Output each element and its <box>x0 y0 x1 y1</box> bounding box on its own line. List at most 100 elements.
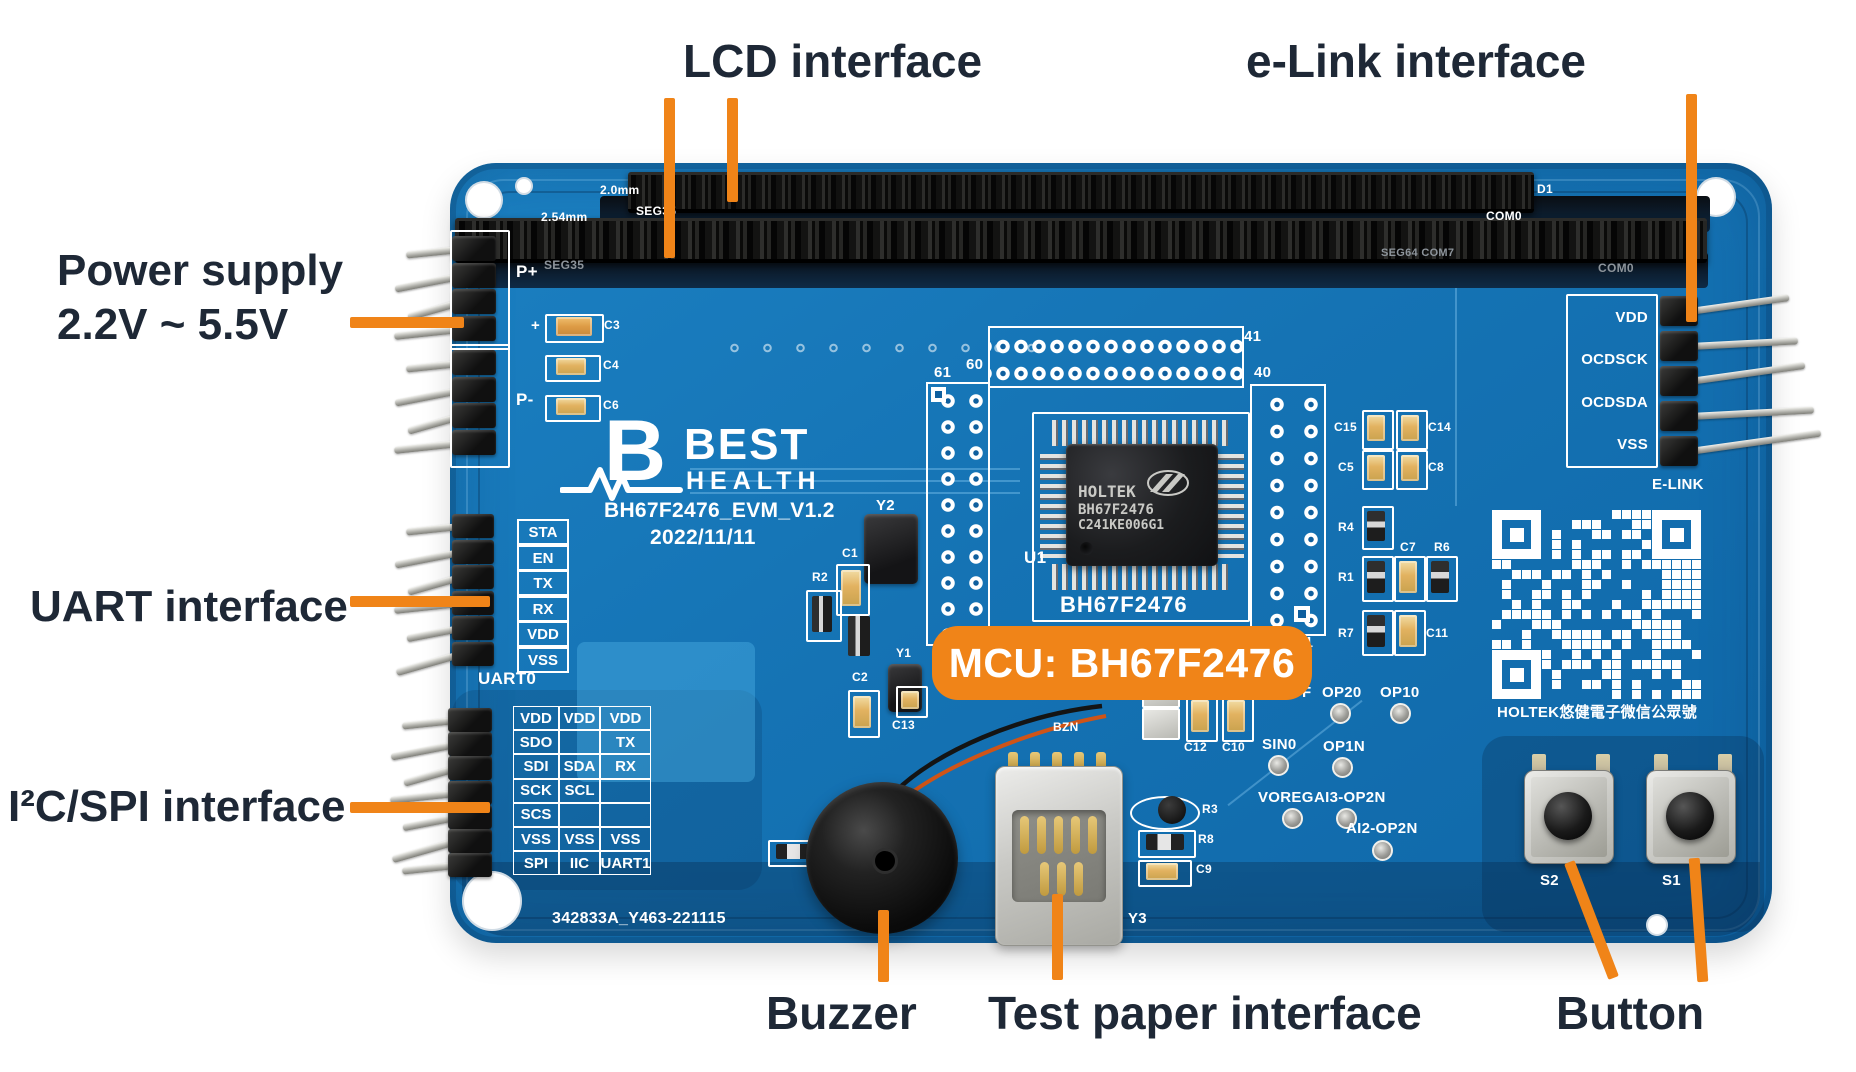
tp-op10 <box>1390 703 1411 724</box>
qr-module <box>1552 680 1561 689</box>
logo-word-best: BEST <box>684 420 810 469</box>
r6-outline <box>1426 556 1458 602</box>
p-minus-box <box>450 344 510 468</box>
qr-module <box>1522 640 1531 649</box>
qr-module <box>1592 560 1601 569</box>
qr-module <box>1492 620 1501 629</box>
lead-line-lcd-1 <box>664 98 675 258</box>
r4-resistor <box>1367 511 1385 541</box>
qr-module <box>1572 650 1581 659</box>
comm-cell: RX <box>600 754 651 779</box>
qr-module <box>1612 510 1621 519</box>
c15-outline <box>1362 410 1394 450</box>
com0-upper-label: COM0 <box>1486 209 1522 223</box>
qr-module <box>1632 620 1641 629</box>
mcu-pins-left <box>1040 454 1068 558</box>
trace-line <box>690 468 1020 470</box>
qr-module <box>1662 600 1671 609</box>
qr-module <box>1592 630 1601 639</box>
c6-outline <box>545 395 601 422</box>
comm-cell: SDO <box>513 730 559 755</box>
qr-module <box>1692 590 1701 599</box>
c11-capacitor <box>1399 615 1417 647</box>
comm-interface-table: VDD VDD VDD SDO TX SDI SDA RX SCK SCL SC… <box>513 706 651 876</box>
tpc-pin <box>1052 752 1062 770</box>
header-pin-block <box>448 732 492 756</box>
pin21-square-pad <box>1294 606 1310 622</box>
c6-capacitor <box>556 398 586 415</box>
bent-header-pin <box>390 741 457 761</box>
qr-module <box>1582 590 1591 599</box>
button-s1-cap <box>1666 792 1714 840</box>
qr-module <box>1552 540 1561 549</box>
qr-module <box>1542 610 1551 619</box>
r1-label: R1 <box>1338 570 1354 584</box>
lead-line-i2c-spi <box>350 802 490 813</box>
qr-module <box>1592 580 1601 589</box>
qr-module <box>1572 630 1581 639</box>
tpc-pin <box>1030 752 1040 770</box>
qr-module <box>1552 620 1561 629</box>
pad-number-41: 41 <box>1244 328 1262 345</box>
tp-sin0-label: SIN0 <box>1262 736 1297 753</box>
pitch-label-2_0mm: 2.0mm <box>600 183 640 197</box>
c4-outline <box>545 355 601 382</box>
qr-module <box>1632 610 1641 619</box>
r6-resistor <box>1431 561 1449 593</box>
header-pin-block <box>452 565 494 589</box>
board-serial: 342833A_Y463-221115 <box>552 910 726 927</box>
qr-module <box>1672 620 1681 629</box>
qr-module <box>1592 680 1601 689</box>
c7-label: C7 <box>1400 540 1416 554</box>
qr-module <box>1692 560 1701 569</box>
pad-array-left <box>926 382 990 646</box>
header-pin-block <box>448 853 492 877</box>
qr-caption: HOLTEK悠健電子微信公眾號 <box>1496 704 1698 721</box>
r1-resistor <box>1367 561 1385 593</box>
qr-module <box>1582 640 1591 649</box>
qr-module <box>1622 630 1631 639</box>
header-pin-block <box>1660 331 1698 361</box>
qr-module <box>1552 630 1561 639</box>
qr-module <box>1542 660 1551 669</box>
p-plus-box <box>450 230 510 350</box>
header-pin-block <box>1660 366 1698 396</box>
qr-module <box>1592 520 1601 529</box>
tpc-contact <box>1057 862 1066 896</box>
header-pin-block <box>1660 401 1698 431</box>
qr-module <box>1602 550 1611 559</box>
tpc-pin <box>1008 752 1018 770</box>
qr-module <box>1522 570 1531 579</box>
qr-module <box>1602 610 1611 619</box>
qr-module <box>1682 680 1691 689</box>
comm-cell: SPI <box>513 851 559 876</box>
mount-hole-top-left <box>465 181 503 219</box>
qr-module <box>1672 630 1681 639</box>
qr-module <box>1672 570 1681 579</box>
qr-module <box>1502 580 1511 589</box>
elink-label: E-LINK <box>1652 476 1704 493</box>
qr-module <box>1642 620 1651 629</box>
header-pin-block <box>452 540 494 564</box>
uart-pin-tx: TX <box>517 570 569 596</box>
c8-capacitor <box>1401 455 1419 481</box>
qr-finder-center <box>1669 527 1684 542</box>
trace-line <box>690 480 1020 482</box>
comm-cell: VSS <box>559 826 600 852</box>
comm-cell: SCK <box>513 778 559 803</box>
header-pin-block <box>452 377 496 402</box>
tpc-contact <box>1071 816 1080 854</box>
annotation-button: Button <box>1556 987 1705 1039</box>
comm-cell <box>559 802 600 827</box>
tpc-pin <box>1074 752 1084 770</box>
c11-outline <box>1394 610 1426 656</box>
qr-module <box>1552 570 1561 579</box>
r6-label: R6 <box>1434 540 1450 554</box>
c1-label: C1 <box>842 546 858 560</box>
qr-module <box>1612 690 1621 699</box>
header-pin-block <box>452 403 496 428</box>
tp-ai2 <box>1372 840 1393 861</box>
lead-line-elink <box>1686 94 1697 322</box>
qr-module <box>1652 650 1661 659</box>
mcu-badge: MCU: BH67F2476 <box>932 626 1312 700</box>
